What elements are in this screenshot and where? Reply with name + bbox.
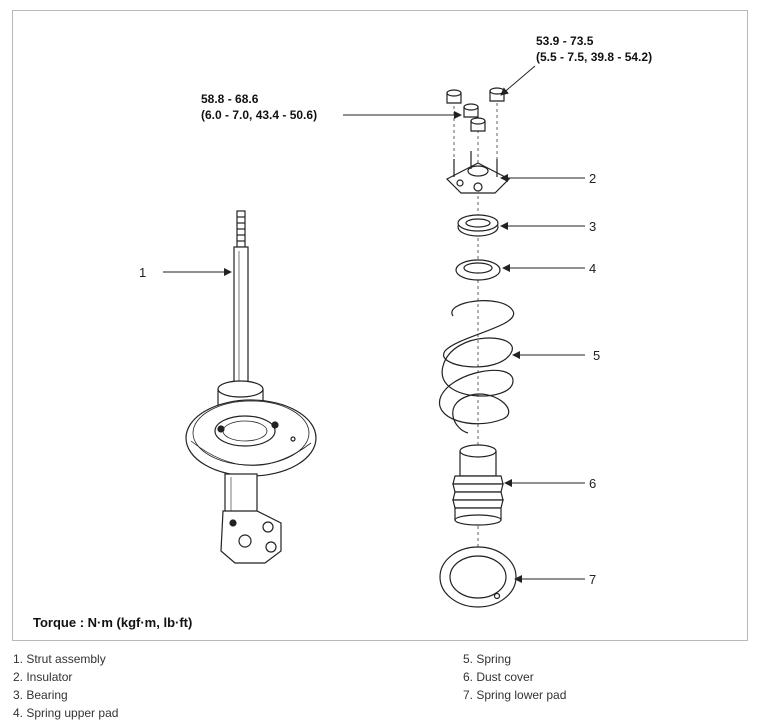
dust-cover-part [452,444,504,526]
legend-item: 6. Dust cover [463,670,534,684]
callout-numbers: 1 2 3 4 5 6 7 [139,171,600,587]
leader-lines [163,65,585,583]
bearing-part [457,214,499,237]
parts-legend-left: 1. Strut assembly 2. Insulator 3. Bearin… [13,650,118,722]
nut-center-upper [463,103,479,118]
legend-item: 5. Spring [463,652,512,666]
callout-7: 7 [589,572,596,587]
callout-2: 2 [589,171,596,186]
strut-components-stack [438,87,517,608]
callout-4: 4 [589,261,596,276]
spring-upper-pad-part [455,259,501,281]
spring-lower-pad-part [439,546,517,608]
diagram-frame: 1 2 3 4 5 6 7 58.8 - 68.6 (6.0 - 7.0, 43… [12,10,748,641]
legend-item: 1. Strut assembly [13,652,106,666]
legend-item: 4. Spring upper pad [13,706,119,720]
nut-center-lower [470,117,486,132]
parts-legend-right: 5. Spring 6. Dust cover 7. Spring lower … [463,650,566,704]
torque-specs: 58.8 - 68.6 (6.0 - 7.0, 43.4 - 50.6) 53.… [201,34,652,122]
spec-lock-nuts-line1: 53.9 - 73.5 [536,34,594,48]
callout-6: 6 [589,476,596,491]
strut-exploded-diagram: 1 2 3 4 5 6 7 58.8 - 68.6 (6.0 - 7.0, 43… [139,34,652,608]
spec-upper-nuts-line1: 58.8 - 68.6 [201,92,259,106]
strut-assembly [185,210,317,564]
spec-lock-nuts-line2: (5.5 - 7.5, 39.8 - 54.2) [536,50,652,64]
spring-part [438,300,515,434]
torque-units-label: Torque : N·m (kgf·m, lb·ft) [33,615,193,630]
legend-item: 2. Insulator [13,670,73,684]
legend-item: 3. Bearing [13,688,68,702]
insulator-part [445,151,511,194]
legend-item: 7. Spring lower pad [463,688,567,702]
nut-upper-left [446,89,462,104]
spec-upper-nuts-line2: (6.0 - 7.0, 43.4 - 50.6) [201,108,317,122]
callout-5: 5 [593,348,600,363]
callout-3: 3 [589,219,596,234]
callout-1: 1 [139,265,146,280]
